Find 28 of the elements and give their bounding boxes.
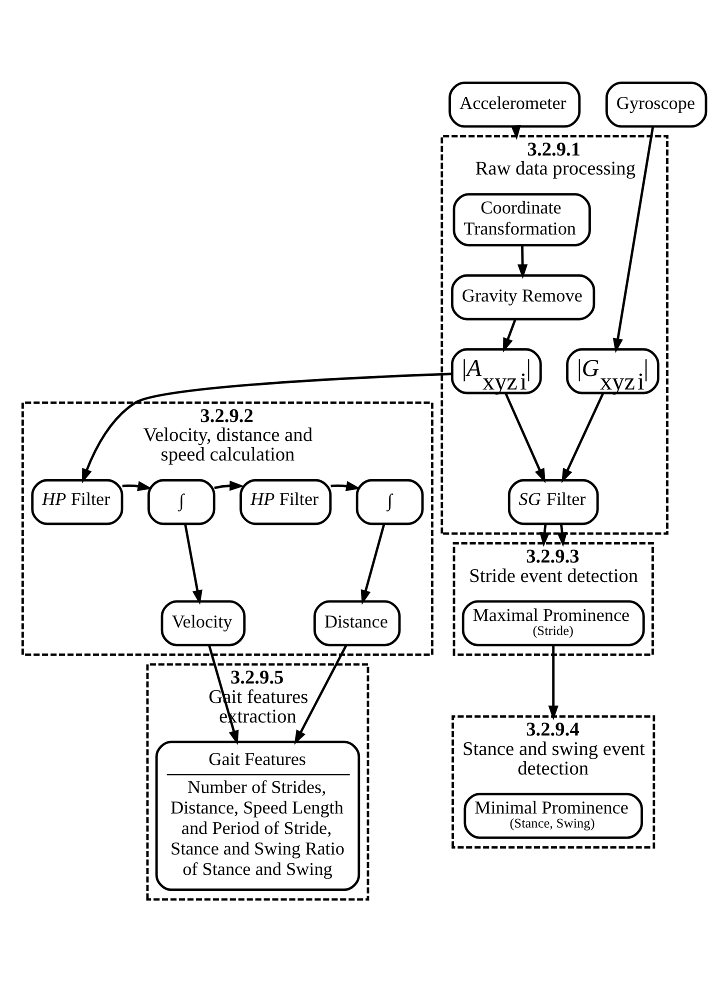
node-box: Gyroscope: [605, 82, 708, 128]
arrow: [612, 126, 654, 353]
arrow: [330, 481, 361, 492]
arrow: [557, 524, 568, 547]
arrow: [517, 246, 528, 279]
arrow: [294, 644, 348, 745]
arrow: [548, 645, 558, 720]
node-box: Distance: [313, 600, 401, 646]
node-box: Gravity Remove: [450, 274, 596, 320]
arrow: [122, 481, 152, 492]
node-box: Maximal Prominence (Stride): [462, 600, 645, 646]
arrow: [360, 524, 386, 605]
arrow: [562, 392, 604, 484]
node-box: Gait Features Number of Strides, Distance, Speed Length and Period of Stride, Stance and Swing Ratio of Stance and Swing: [155, 740, 360, 891]
node-box: HP Filter: [240, 479, 332, 526]
node-box: Minimal Prominence (Stance, Swing): [464, 792, 644, 839]
arrow: [504, 392, 546, 484]
arrow: [184, 524, 202, 605]
node-box: SG Filter: [508, 479, 599, 526]
node-box: Velocity: [160, 600, 246, 646]
arrow: [540, 524, 550, 547]
arrow: [82, 372, 452, 484]
node-box: ∫: [356, 479, 424, 526]
node-box: HP Filter: [31, 479, 124, 526]
node-box: ∫: [147, 479, 216, 526]
arrow: [214, 480, 244, 491]
node-box: Coordinate Transformation: [452, 193, 591, 246]
arrow: [502, 318, 516, 353]
